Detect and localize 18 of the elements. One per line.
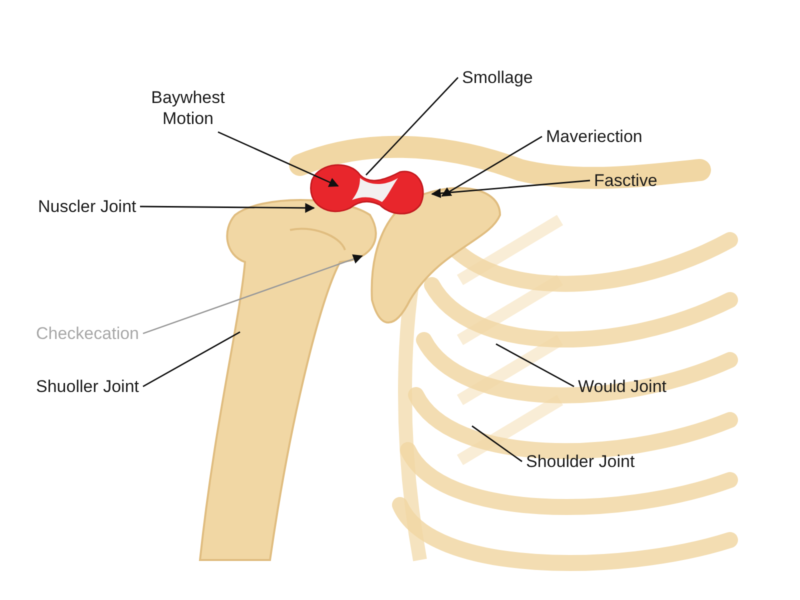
leader-line — [142, 331, 240, 388]
part-label: Shoulder Joint — [526, 451, 635, 472]
leader-line — [441, 136, 542, 197]
leader-line — [142, 254, 363, 334]
part-label: Nuscler Joint — [38, 196, 136, 217]
part-label: Fasctive — [594, 170, 658, 191]
part-label: Would Joint — [578, 376, 667, 397]
leader-line — [496, 343, 574, 388]
leader-line — [431, 180, 590, 198]
leader-line — [140, 203, 315, 213]
leader-line — [218, 131, 339, 187]
leader-line — [365, 77, 459, 176]
part-label: Smollage — [462, 67, 533, 88]
part-label: Shuoller Joint — [36, 376, 140, 397]
part-label: Checkecation — [36, 323, 140, 344]
leader-line — [472, 425, 522, 462]
part-label: Maveriection — [546, 126, 642, 147]
part-label: Baywhest Motion — [128, 87, 248, 129]
